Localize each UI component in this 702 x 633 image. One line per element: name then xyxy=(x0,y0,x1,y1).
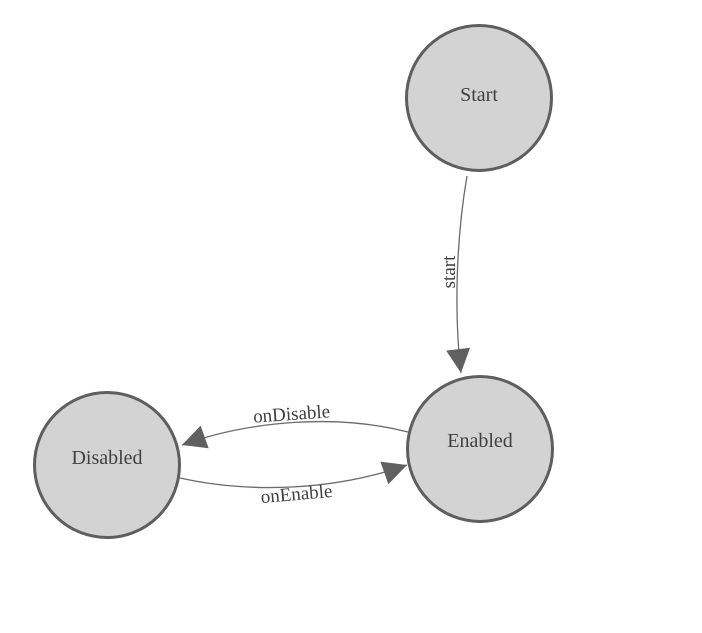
edge-label-start: start xyxy=(439,255,460,288)
edge-onenable: onEnable xyxy=(179,461,408,508)
edge-line-ondisable xyxy=(181,420,409,449)
state-node-start: Start xyxy=(405,24,553,172)
edge-line-start xyxy=(446,175,471,374)
state-node-enabled: Enabled xyxy=(406,375,554,523)
edge-label-ondisable: onDisable xyxy=(252,401,330,427)
state-label-enabled: Enabled xyxy=(447,430,513,452)
state-label-disabled: Disabled xyxy=(71,447,142,469)
edge-label-onenable: onEnable xyxy=(260,481,333,508)
edge-ondisable: onDisable xyxy=(181,401,409,449)
edge-start: start xyxy=(439,175,471,374)
state-circle-start xyxy=(405,24,553,172)
edge-line-onenable xyxy=(179,461,408,489)
state-label-start: Start xyxy=(460,84,498,106)
state-circle-enabled xyxy=(406,375,554,523)
state-node-disabled: Disabled xyxy=(33,391,181,539)
state-circle-disabled xyxy=(33,391,181,539)
